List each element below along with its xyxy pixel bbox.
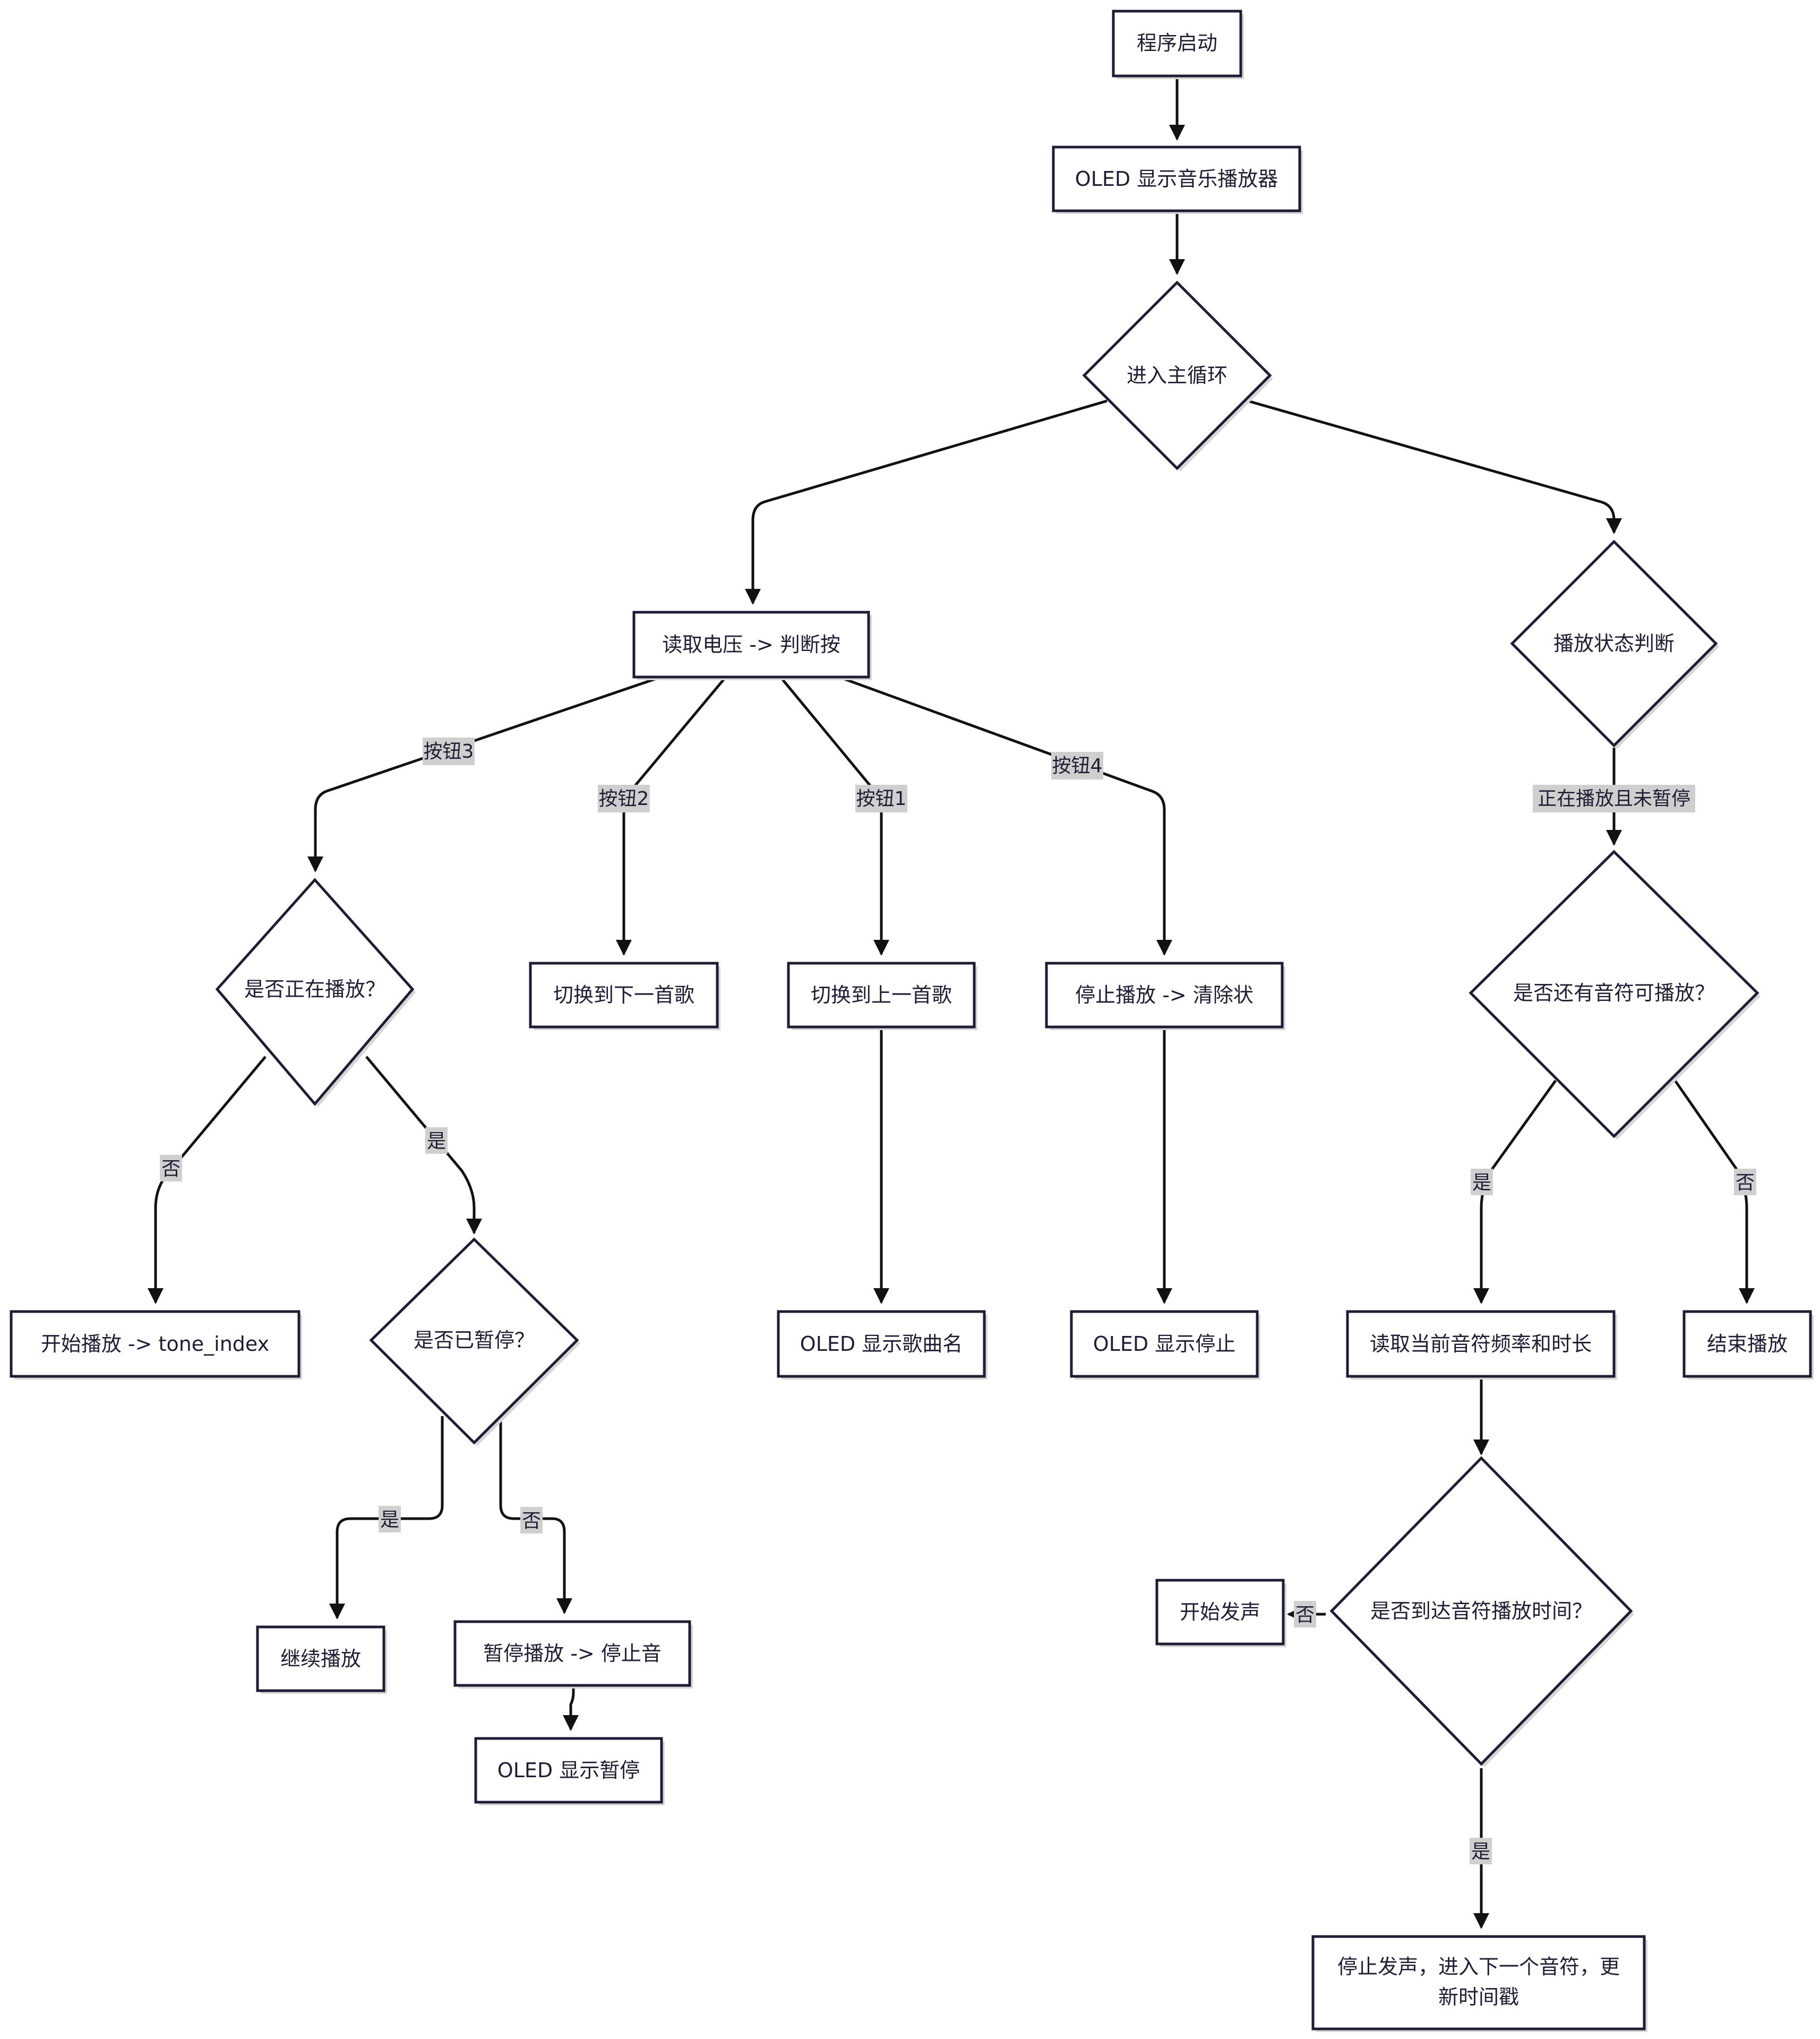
svg-text:按钮1: 按钮1: [856, 788, 907, 810]
edge-loop-to-state: [1247, 399, 1622, 534]
svg-text:继续播放: 继续播放: [280, 1647, 361, 1670]
nodes: 程序启动 OLED 显示音乐播放器 进入主循环 读取电压 -> 判断按 播放状态…: [10, 10, 1814, 2032]
edge-loop-to-read: [745, 399, 1108, 605]
svg-text:是: 是: [427, 1130, 446, 1152]
svg-text:停止发声，进入下一个音符，更: 停止发声，进入下一个音符，更: [1337, 1955, 1620, 1978]
edge-label-paused-yes: 是: [379, 1506, 401, 1532]
svg-text:OLED 显示暂停: OLED 显示暂停: [497, 1759, 640, 1782]
edge-label-btn4: 按钮4: [1051, 752, 1103, 779]
node-start: 程序启动: [1112, 10, 1244, 79]
svg-text:是: 是: [380, 1509, 399, 1531]
node-oled-pause: OLED 显示暂停: [474, 1737, 665, 1805]
edge-label-playing-yes: 是: [425, 1127, 448, 1154]
node-main-loop: 进入主循环: [1082, 280, 1273, 472]
svg-text:切换到下一首歌: 切换到下一首歌: [553, 983, 694, 1007]
node-play-state: 播放状态判断: [1510, 539, 1719, 749]
svg-text:新时间戳: 新时间戳: [1438, 1985, 1519, 2009]
svg-text:否: 否: [161, 1158, 181, 1180]
edge-read-to-btn2: [616, 676, 727, 956]
edge-labels: 按钮3 按钮2 按钮1 按钮4 正在播放且未暂停 否 是 是: [160, 738, 1756, 1864]
edge-label-notes-no: 否: [1734, 1169, 1756, 1195]
node-stop-sound: 停止发声，进入下一个音符，更 新时间戳: [1311, 1935, 1647, 2032]
svg-text:进入主循环: 进入主循环: [1127, 364, 1227, 387]
edge-label-btn1: 按钮1: [855, 785, 907, 812]
node-pause-play: 暂停播放 -> 停止音: [453, 1620, 693, 1689]
svg-text:否: 否: [1736, 1172, 1755, 1194]
svg-text:否: 否: [1295, 1604, 1315, 1626]
svg-text:是: 是: [1471, 1841, 1490, 1863]
node-reach-time: 是否到达音符播放时间？: [1329, 1456, 1634, 1767]
svg-text:开始发声: 开始发声: [1180, 1600, 1260, 1624]
node-read-note: 读取当前音符频率和时长: [1346, 1310, 1617, 1380]
edge-label-playing-no: 否: [160, 1155, 182, 1181]
edge-read-to-btn4: [838, 675, 1172, 956]
node-continue-play: 继续播放: [256, 1625, 387, 1694]
edge-label-playing-not-paused: 正在播放且未暂停: [1533, 785, 1695, 812]
edge-read-to-btn3: [307, 675, 662, 872]
svg-text:程序启动: 程序启动: [1137, 31, 1217, 55]
node-is-paused: 是否已暂停？: [369, 1237, 580, 1446]
edge-label-paused-no: 否: [520, 1507, 543, 1533]
edge-read-to-btn1: [779, 676, 889, 956]
svg-text:按钮2: 按钮2: [599, 788, 649, 810]
svg-text:切换到上一首歌: 切换到上一首歌: [811, 983, 952, 1007]
edge-label-time-yes: 是: [1470, 1838, 1492, 1864]
svg-text:是否还有音符可播放？: 是否还有音符可播放？: [1513, 981, 1715, 1005]
svg-text:否: 否: [522, 1510, 541, 1532]
edge-label-btn3: 按钮3: [423, 738, 475, 765]
node-has-notes: 是否还有音符可播放？: [1469, 850, 1761, 1140]
node-end-play: 结束播放: [1682, 1310, 1814, 1380]
svg-text:是否到达音符播放时间？: 是否到达音符播放时间？: [1370, 1599, 1592, 1623]
node-oled-song-name: OLED 显示歌曲名: [777, 1310, 988, 1380]
edge-label-time-no: 否: [1294, 1601, 1316, 1627]
svg-text:OLED 显示歌曲名: OLED 显示歌曲名: [800, 1332, 963, 1356]
node-oled-stop: OLED 显示停止: [1070, 1310, 1260, 1380]
node-stop-clear: 停止播放 -> 清除状: [1045, 962, 1285, 1030]
node-start-sound: 开始发声: [1155, 1579, 1286, 1647]
node-read-voltage: 读取电压 -> 判断按: [632, 611, 872, 680]
edge-label-btn2: 按钮2: [598, 785, 650, 812]
edge-playing-yes: [365, 1056, 482, 1235]
svg-text:开始播放 -> tone_index: 开始播放 -> tone_index: [41, 1332, 269, 1356]
svg-text:OLED 显示停止: OLED 显示停止: [1093, 1332, 1235, 1356]
node-is-playing: 是否正在播放？: [215, 878, 416, 1107]
svg-text:停止播放 -> 清除状: 停止播放 -> 清除状: [1075, 983, 1254, 1007]
svg-text:按钮3: 按钮3: [424, 741, 474, 763]
svg-text:OLED 显示音乐播放器: OLED 显示音乐播放器: [1075, 167, 1278, 191]
svg-text:正在播放且未暂停: 正在播放且未暂停: [1538, 788, 1690, 810]
edge-pause-to-oled: [563, 1684, 579, 1731]
svg-text:读取当前音符频率和时长: 读取当前音符频率和时长: [1370, 1332, 1592, 1356]
svg-text:是: 是: [1472, 1172, 1491, 1194]
node-oled-player: OLED 显示音乐播放器: [1052, 145, 1303, 214]
svg-text:是否正在播放？: 是否正在播放？: [244, 978, 385, 1001]
svg-text:结束播放: 结束播放: [1707, 1332, 1788, 1356]
svg-text:是否已暂停？: 是否已暂停？: [414, 1329, 535, 1352]
svg-text:播放状态判断: 播放状态判断: [1553, 632, 1675, 655]
svg-text:暂停播放 -> 停止音: 暂停播放 -> 停止音: [483, 1642, 662, 1665]
node-start-play: 开始播放 -> tone_index: [10, 1310, 302, 1380]
svg-text:按钮4: 按钮4: [1052, 755, 1103, 777]
node-prev-song: 切换到上一首歌: [787, 962, 977, 1030]
edge-label-notes-yes: 是: [1471, 1169, 1493, 1195]
svg-text:读取电压 -> 判断按: 读取电压 -> 判断按: [662, 633, 840, 656]
node-next-song: 切换到下一首歌: [529, 962, 720, 1030]
